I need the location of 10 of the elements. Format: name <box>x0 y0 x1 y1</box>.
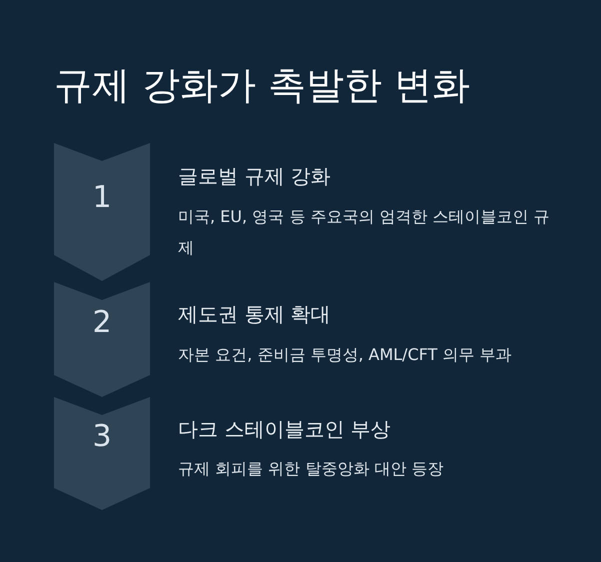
step-description: 규제 회피를 위한 탈중앙화 대안 등장 <box>178 458 444 480</box>
step-number: 3 <box>91 422 113 452</box>
step-number: 2 <box>91 308 113 338</box>
step-heading: 글로벌 규제 강화 <box>178 163 331 190</box>
step-description: 자본 요건, 준비금 투명성, AML/CFT 의무 부과 <box>178 344 513 366</box>
step-heading: 제도권 통제 확대 <box>178 301 331 328</box>
step-number: 1 <box>91 183 113 213</box>
step-heading: 다크 스테이블코인 부상 <box>178 416 391 443</box>
step-description: 미국, EU, 영국 등 주요국의 엄격한 스테이블코인 규제 <box>178 206 550 259</box>
title: 규제 강화가 촉발한 변화 <box>54 62 470 109</box>
